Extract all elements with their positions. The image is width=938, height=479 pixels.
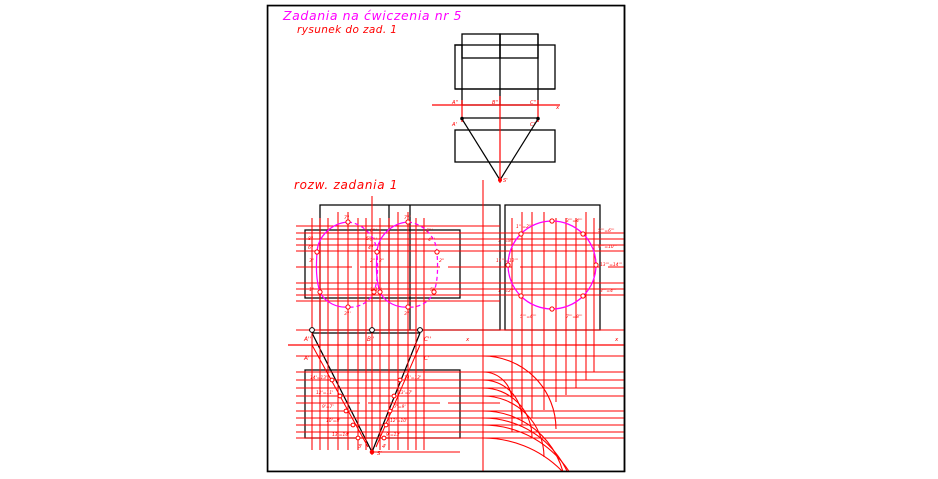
top-label-C2: C'' (530, 100, 536, 106)
side-label-4: 7'''=8''' (498, 238, 515, 244)
front-view-intersection-curves (315, 221, 439, 308)
bv-label-l1: 14'=13' (310, 375, 327, 381)
base-points (309, 327, 423, 333)
top-figure-vertices (460, 116, 540, 121)
main-x-axis-label-right: x (614, 337, 619, 343)
transfer-arcs (482, 355, 575, 479)
bv-label-r1: 14'=12' (404, 375, 421, 381)
label-A-dd: A'' (303, 337, 312, 343)
title-line1: Zadania na ćwiczenia nr 5 (282, 8, 462, 23)
top-label-x-axis: x (555, 105, 560, 111)
bv-label-l4: 10'=8' (326, 418, 340, 424)
label-5ddd: 5''' (370, 237, 377, 243)
bottom-view-horizontals (296, 355, 625, 439)
bv-label-r5: 9'=13' (386, 432, 400, 438)
top-label-A1: A' (451, 122, 457, 128)
top-label-B2: B'' (492, 100, 498, 106)
label-7ddd: 7''' (404, 215, 411, 221)
label-5dd: 5'' (366, 236, 371, 242)
side-label-5: 9'''=10''' (598, 244, 617, 250)
bottom-view-labels-left: 14'=13' 12'=11' 9'=7' 10'=8' 13'=14' (310, 375, 349, 438)
label-3dd: 3'' (309, 258, 314, 264)
label-8ddd: 8''' (370, 228, 377, 234)
side-label-10: 5'''=6''' (520, 314, 537, 320)
bv-label-r3: 7'=9' (394, 404, 406, 410)
curve-right-lobe-outer (375, 221, 409, 308)
bottom-edge-label-4: 4' (382, 444, 387, 450)
top-figure-base-rect (454, 129, 556, 163)
top-label-C1: C' (530, 122, 535, 128)
label-bottom-5: 5'' (430, 287, 435, 293)
label-2ddd: 2''' (370, 258, 377, 264)
side-label-7: 13'''=14''' (600, 262, 622, 268)
front-view-labels: 7'' 8'' 5'' 6'' 4'' 3'' 2'' 1'' 1''' 3''… (308, 215, 444, 317)
bv-label-r4: 12'=10' (390, 418, 407, 424)
label-6ddd: 6''' (426, 228, 433, 234)
label-A-d: A' (303, 356, 310, 362)
label-8dd: 8'' (308, 236, 313, 242)
label-bottom-3: 3'' (404, 311, 409, 317)
top-figure-cone (461, 118, 539, 181)
bv-label-l3: 9'=7' (322, 404, 334, 410)
label-C-dd: C'' (424, 337, 432, 343)
label-bottom-1: 1'' (370, 287, 375, 293)
label-3ddd: 3''' (344, 311, 351, 317)
curve-left-lobe-outer (315, 221, 349, 308)
label-2dd: 2'' (379, 258, 384, 264)
side-label-9: 3'''=4''' (600, 288, 617, 294)
label-1ddd: 1''' (375, 287, 382, 293)
top-label-apex: S' (503, 178, 508, 184)
label-B-dd: B'' (367, 337, 375, 343)
title-line2: rysunek do zad. 1 (297, 24, 397, 36)
bv-label-r2: 13'=7' (398, 390, 412, 396)
bottom-view-labels-right: 14'=12' 13'=7' 7'=9' 12'=10' 9'=13' (386, 375, 421, 438)
label-4ddd: 4''' (428, 237, 435, 243)
side-label-8: 1'''=2''' (498, 288, 515, 294)
main-horizontal-construction (296, 225, 625, 331)
side-label-11: 7'''=8''' (566, 314, 583, 320)
label-7dd: 7'' (344, 215, 349, 221)
bottom-apex-label: S' (377, 451, 382, 457)
side-label-3: 5'''=6''' (598, 228, 615, 234)
bottom-edge-label-3: 3' (358, 444, 363, 450)
section-label: rozw. zadania 1 (294, 178, 398, 192)
curve-right-lobe-inner (407, 221, 439, 308)
top-figure: A'' B'' C'' A' C' S' x (432, 33, 560, 184)
top-figure-apex-dot (498, 178, 502, 182)
bv-label-l2: 12'=11' (316, 390, 333, 396)
side-label-2: 3'''=4''' (566, 218, 583, 224)
label-side-2: 2'' (439, 258, 444, 264)
base-point-labels-lower: A' C' (303, 356, 430, 362)
label-C-d: C' (424, 356, 430, 362)
side-label-1: 1'''=2''' (516, 224, 533, 230)
label-6dd: 6'' (308, 245, 313, 251)
top-label-A2: A'' (451, 100, 458, 106)
bottom-view-markers (329, 377, 403, 441)
bv-label-l5: 13'=14' (332, 432, 349, 438)
top-figure-net (454, 33, 556, 105)
side-label-6: 11'''=12''' (496, 258, 518, 264)
base-point-labels-upper: A'' B'' C'' (303, 337, 432, 343)
label-1dd: 1'' (309, 287, 314, 293)
main-x-axis-label-left: x (465, 337, 470, 343)
label-4dd: 4'' (368, 245, 373, 251)
side-view-labels: 1'''=2''' 3'''=4''' 5'''=6''' 7'''=8''' … (496, 218, 622, 320)
curve-point-markers (314, 218, 599, 312)
main-figure: x x (288, 180, 625, 479)
